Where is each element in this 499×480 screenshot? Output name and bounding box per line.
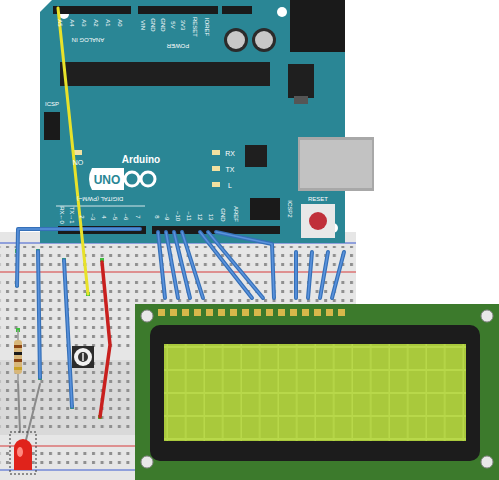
pin-label: 3V3 bbox=[180, 20, 186, 31]
pin-label: ~5 bbox=[112, 214, 118, 221]
pin-label: 4 bbox=[101, 215, 107, 218]
pin-label: GND bbox=[220, 208, 226, 221]
pin-label: A3 bbox=[81, 19, 87, 26]
lcd-pin bbox=[338, 309, 345, 316]
pin-label: A0 bbox=[117, 19, 123, 26]
lcd-pin bbox=[194, 309, 201, 316]
lcd-pin bbox=[278, 309, 285, 316]
section-label: ANALOG IN bbox=[72, 37, 105, 43]
lcd-pin bbox=[170, 309, 177, 316]
pin-label: ~10 bbox=[175, 211, 181, 221]
pin-label: TX→1 bbox=[69, 206, 75, 223]
header-label: ICSP bbox=[45, 101, 59, 107]
pin-label: IOREF bbox=[204, 18, 210, 36]
pin-label: 5V bbox=[170, 21, 176, 28]
pin-label: 12 bbox=[197, 214, 203, 221]
board-brand: Arduino bbox=[122, 155, 160, 165]
button-label: RESET bbox=[308, 196, 328, 202]
led-symbol bbox=[10, 432, 36, 474]
lcd-pin bbox=[230, 309, 237, 316]
header-label: ICSP2 bbox=[287, 200, 293, 217]
lcd-pin bbox=[254, 309, 261, 316]
lcd-pin bbox=[290, 309, 297, 316]
led-label: ON bbox=[73, 159, 84, 166]
section-label: POWER bbox=[167, 43, 190, 49]
lcd-pin bbox=[218, 309, 225, 316]
potentiometer-symbol bbox=[72, 346, 94, 368]
led-label: RX bbox=[225, 150, 235, 157]
pin-label: A4 bbox=[69, 19, 75, 26]
pin-label: ~6 bbox=[123, 214, 129, 221]
section-label: DIGITAL (PWM~) bbox=[77, 196, 124, 202]
pin-label: RX←0 bbox=[59, 206, 65, 224]
pin-label: 2 bbox=[79, 215, 85, 218]
arduino-uno-board bbox=[40, 0, 374, 243]
pin-label: 7 bbox=[135, 215, 141, 218]
board-model: UNO bbox=[94, 174, 121, 186]
pin-label: A5 bbox=[57, 19, 63, 26]
pin-label: GND bbox=[150, 18, 156, 31]
lcd-pin bbox=[242, 309, 249, 316]
lcd-pin bbox=[206, 309, 213, 316]
pin-label: ~9 bbox=[164, 214, 170, 221]
lcd-pin bbox=[326, 309, 333, 316]
lcd-pin bbox=[182, 309, 189, 316]
lcd-pin bbox=[314, 309, 321, 316]
pin-label: ~11 bbox=[186, 211, 192, 221]
pin-label: A2 bbox=[93, 19, 99, 26]
pin-label: GND bbox=[160, 18, 166, 31]
resistor-symbol bbox=[14, 330, 22, 384]
pin-label: AREF bbox=[233, 206, 239, 222]
lcd-pin bbox=[266, 309, 273, 316]
pin-label: VIN bbox=[140, 20, 146, 30]
pin-label: A1 bbox=[105, 19, 111, 26]
pin-label: 8 bbox=[154, 215, 160, 218]
pin-label: RESET bbox=[192, 17, 198, 37]
lcd-pin bbox=[158, 309, 165, 316]
pin-label: ~3 bbox=[90, 214, 96, 221]
lcd-pin bbox=[302, 309, 309, 316]
pin-label: 13 bbox=[208, 214, 214, 221]
led-label: L bbox=[228, 182, 232, 189]
lcd-16x2 bbox=[135, 304, 499, 480]
led-label: TX bbox=[226, 166, 235, 173]
